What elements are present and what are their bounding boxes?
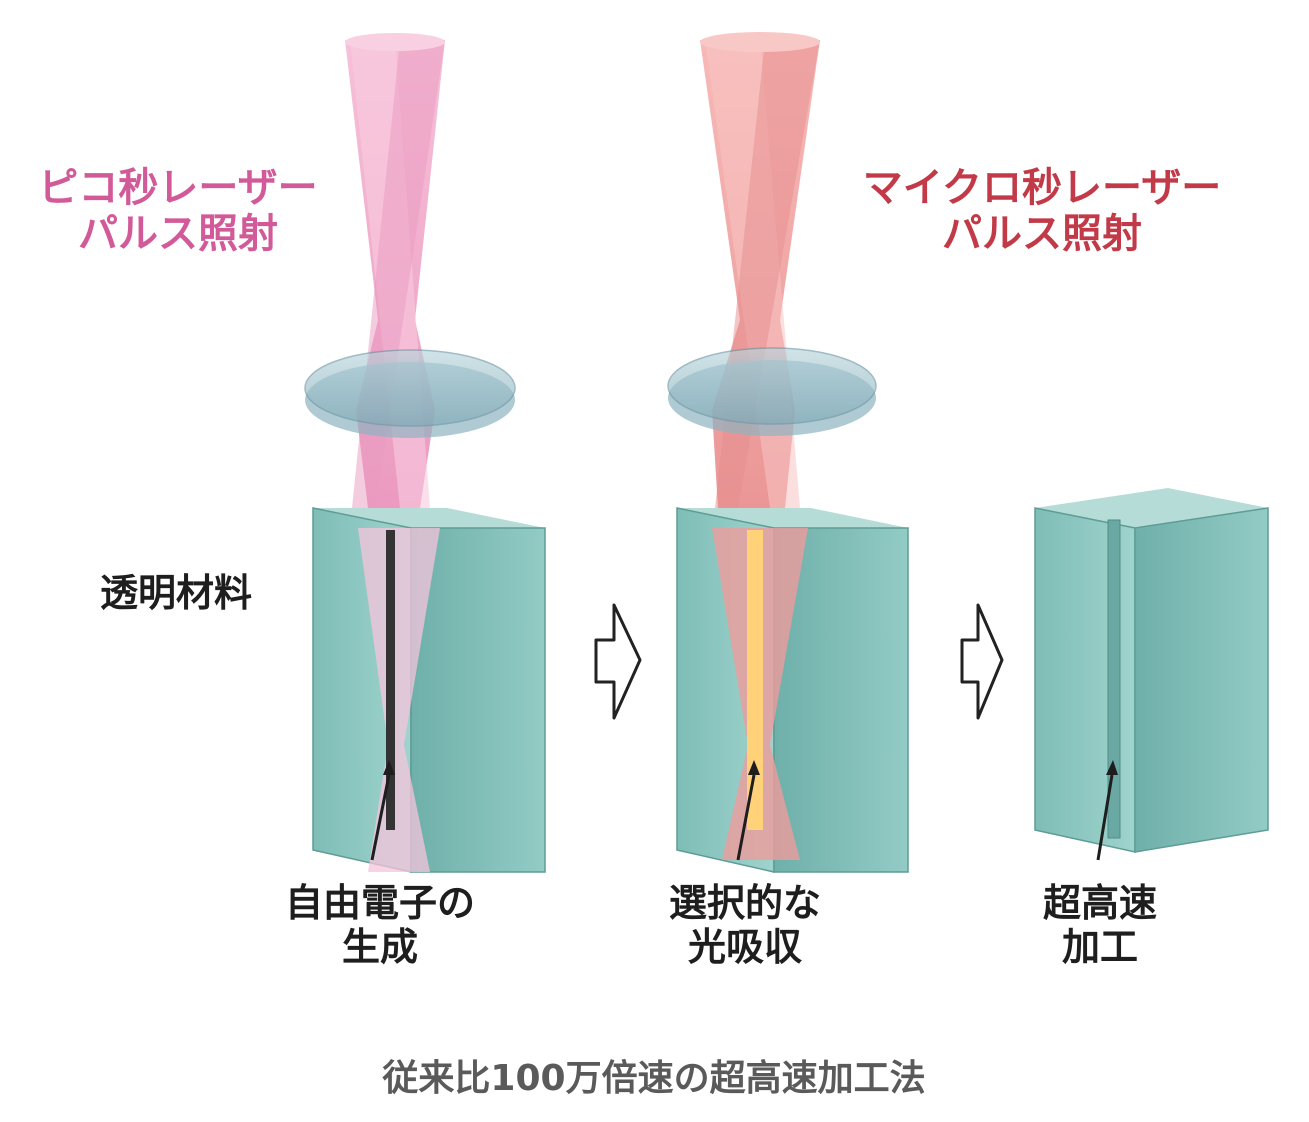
panel-micro [667,32,909,873]
panel-pico [304,33,546,873]
pointer-arrow-2 [736,774,756,861]
panel-processed [1034,488,1269,861]
stage3-label-line2: 加工 [1061,924,1138,969]
processed-groove [1107,519,1121,839]
micro-laser-label-line2: パルス照射 [942,211,1142,257]
micro-laser-label-line1: マイクロ秒レーザー [862,165,1222,211]
lens-1 [304,349,516,438]
pointer-arrow-1 [370,774,391,861]
micro-beam [700,32,820,508]
stage2-label-line2: 光吸収 [687,924,802,969]
pico-laser-label-line2: パルス照射 [78,211,278,257]
right-arrow-outline-icon [960,603,1004,720]
absorption-channel [747,530,763,830]
stage1-label-line2: 生成 [341,924,418,969]
pico-laser-label-line1: ピコ秒レーザー [38,165,318,211]
micro-laser-label: マイクロ秒レーザー パルス照射 [822,165,1262,257]
pico-beam-inside [358,528,440,872]
right-arrow-outline-icon [594,603,642,720]
stage1-label-line1: 自由電子の [284,881,475,925]
material-block-3 [1034,488,1269,853]
electron-channel [386,530,395,830]
stage3-label-line1: 超高速 [1042,881,1157,925]
pico-laser-label: ピコ秒レーザー パルス照射 [8,165,348,257]
lens-2 [667,347,877,436]
stage1-label: 自由電子の 生成 [245,881,515,969]
stage2-label-line1: 選択的な [668,881,821,925]
material-label: 透明材料 [100,571,253,615]
stage2-label: 選択的な 光吸収 [625,881,865,969]
stage3-label: 超高速 加工 [1000,881,1200,969]
figure-caption: 従来比100万倍速の超高速加工法 [382,1058,926,1099]
pointer-arrow-3 [1096,774,1114,861]
